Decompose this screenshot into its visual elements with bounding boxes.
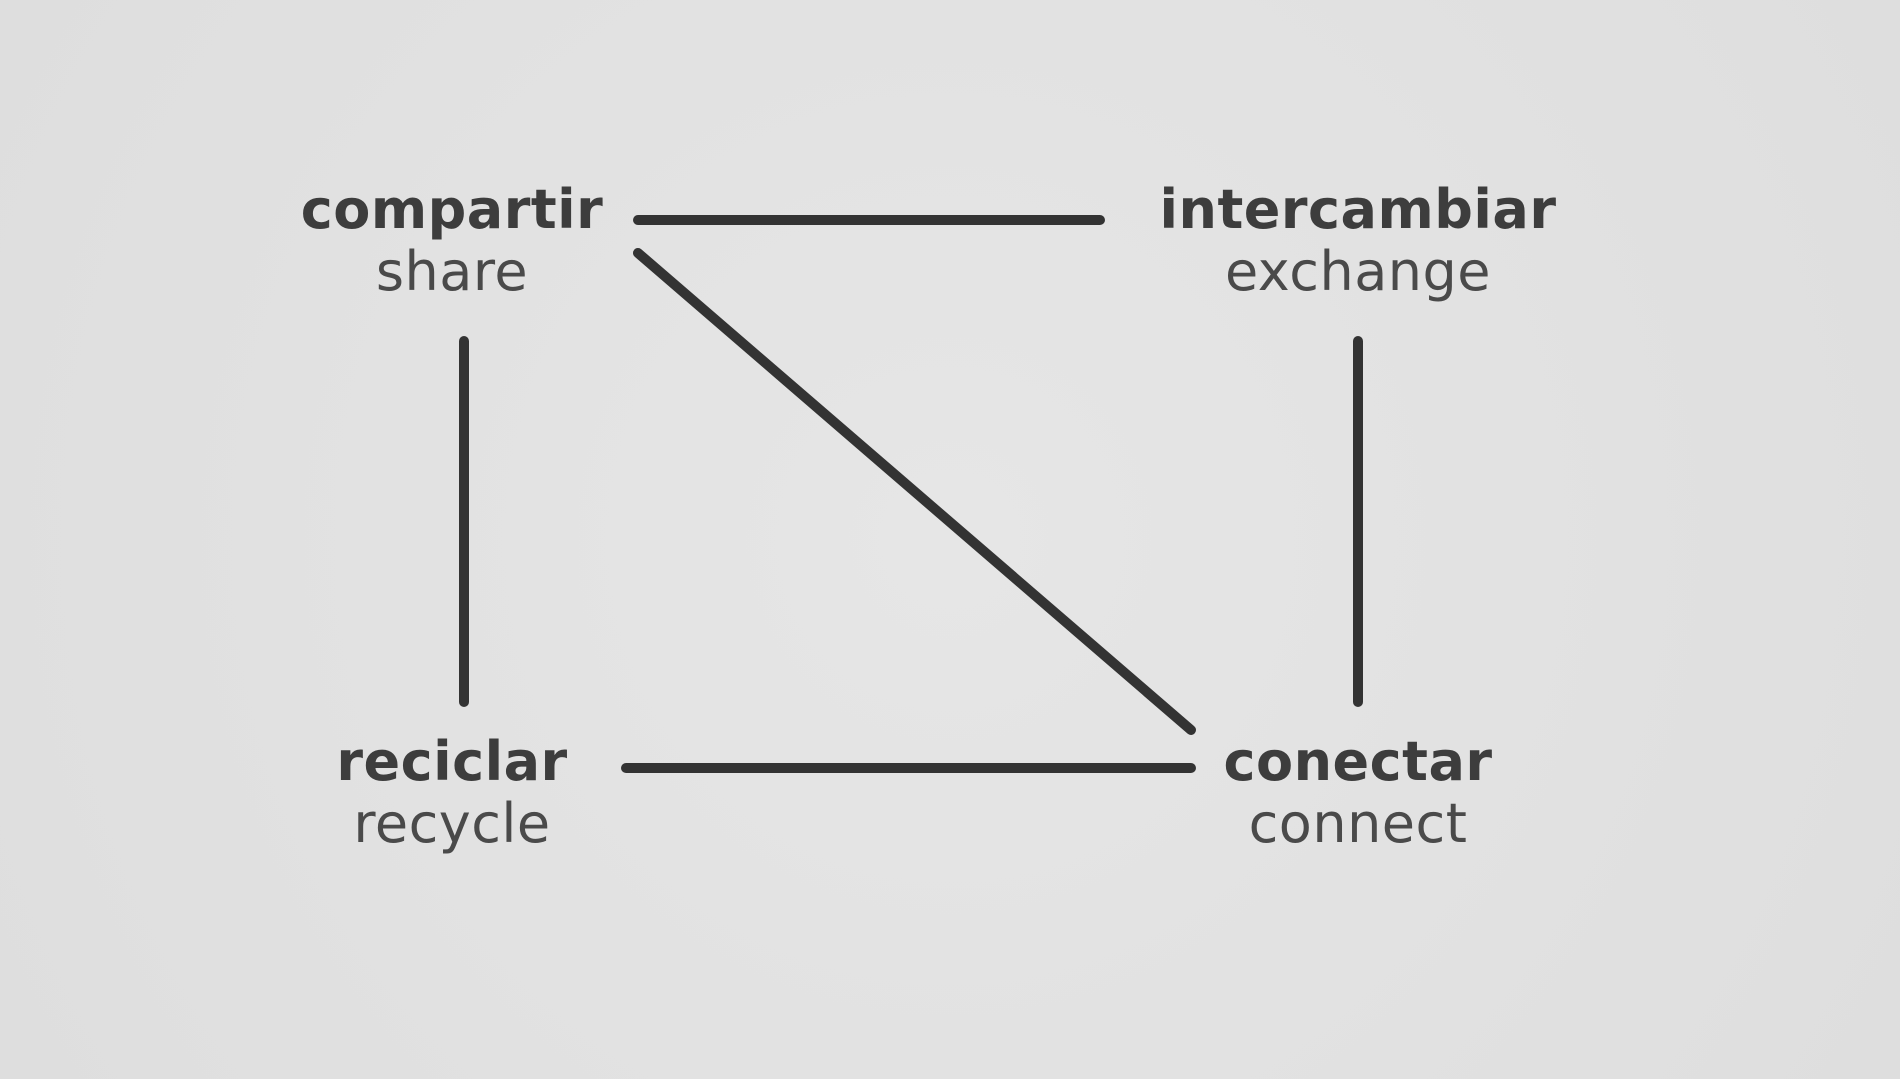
node-compartir: compartir share bbox=[301, 183, 604, 299]
node-compartir-spanish-label: compartir bbox=[300, 178, 604, 241]
node-conectar: conectar connect bbox=[1223, 735, 1492, 851]
node-reciclar-spanish-label: reciclar bbox=[336, 730, 568, 793]
node-reciclar-english-label: recycle bbox=[353, 792, 551, 855]
node-intercambiar: intercambiar exchange bbox=[1160, 183, 1557, 299]
node-compartir-english-label: share bbox=[375, 240, 529, 303]
node-reciclar: reciclar recycle bbox=[336, 735, 567, 851]
node-conectar-spanish-label: conectar bbox=[1223, 730, 1493, 793]
node-conectar-english-label: connect bbox=[1248, 792, 1468, 855]
node-intercambiar-spanish-label: intercambiar bbox=[1159, 178, 1557, 241]
node-intercambiar-english-label: exchange bbox=[1224, 240, 1492, 303]
edge-compartir-conectar bbox=[633, 248, 1196, 735]
